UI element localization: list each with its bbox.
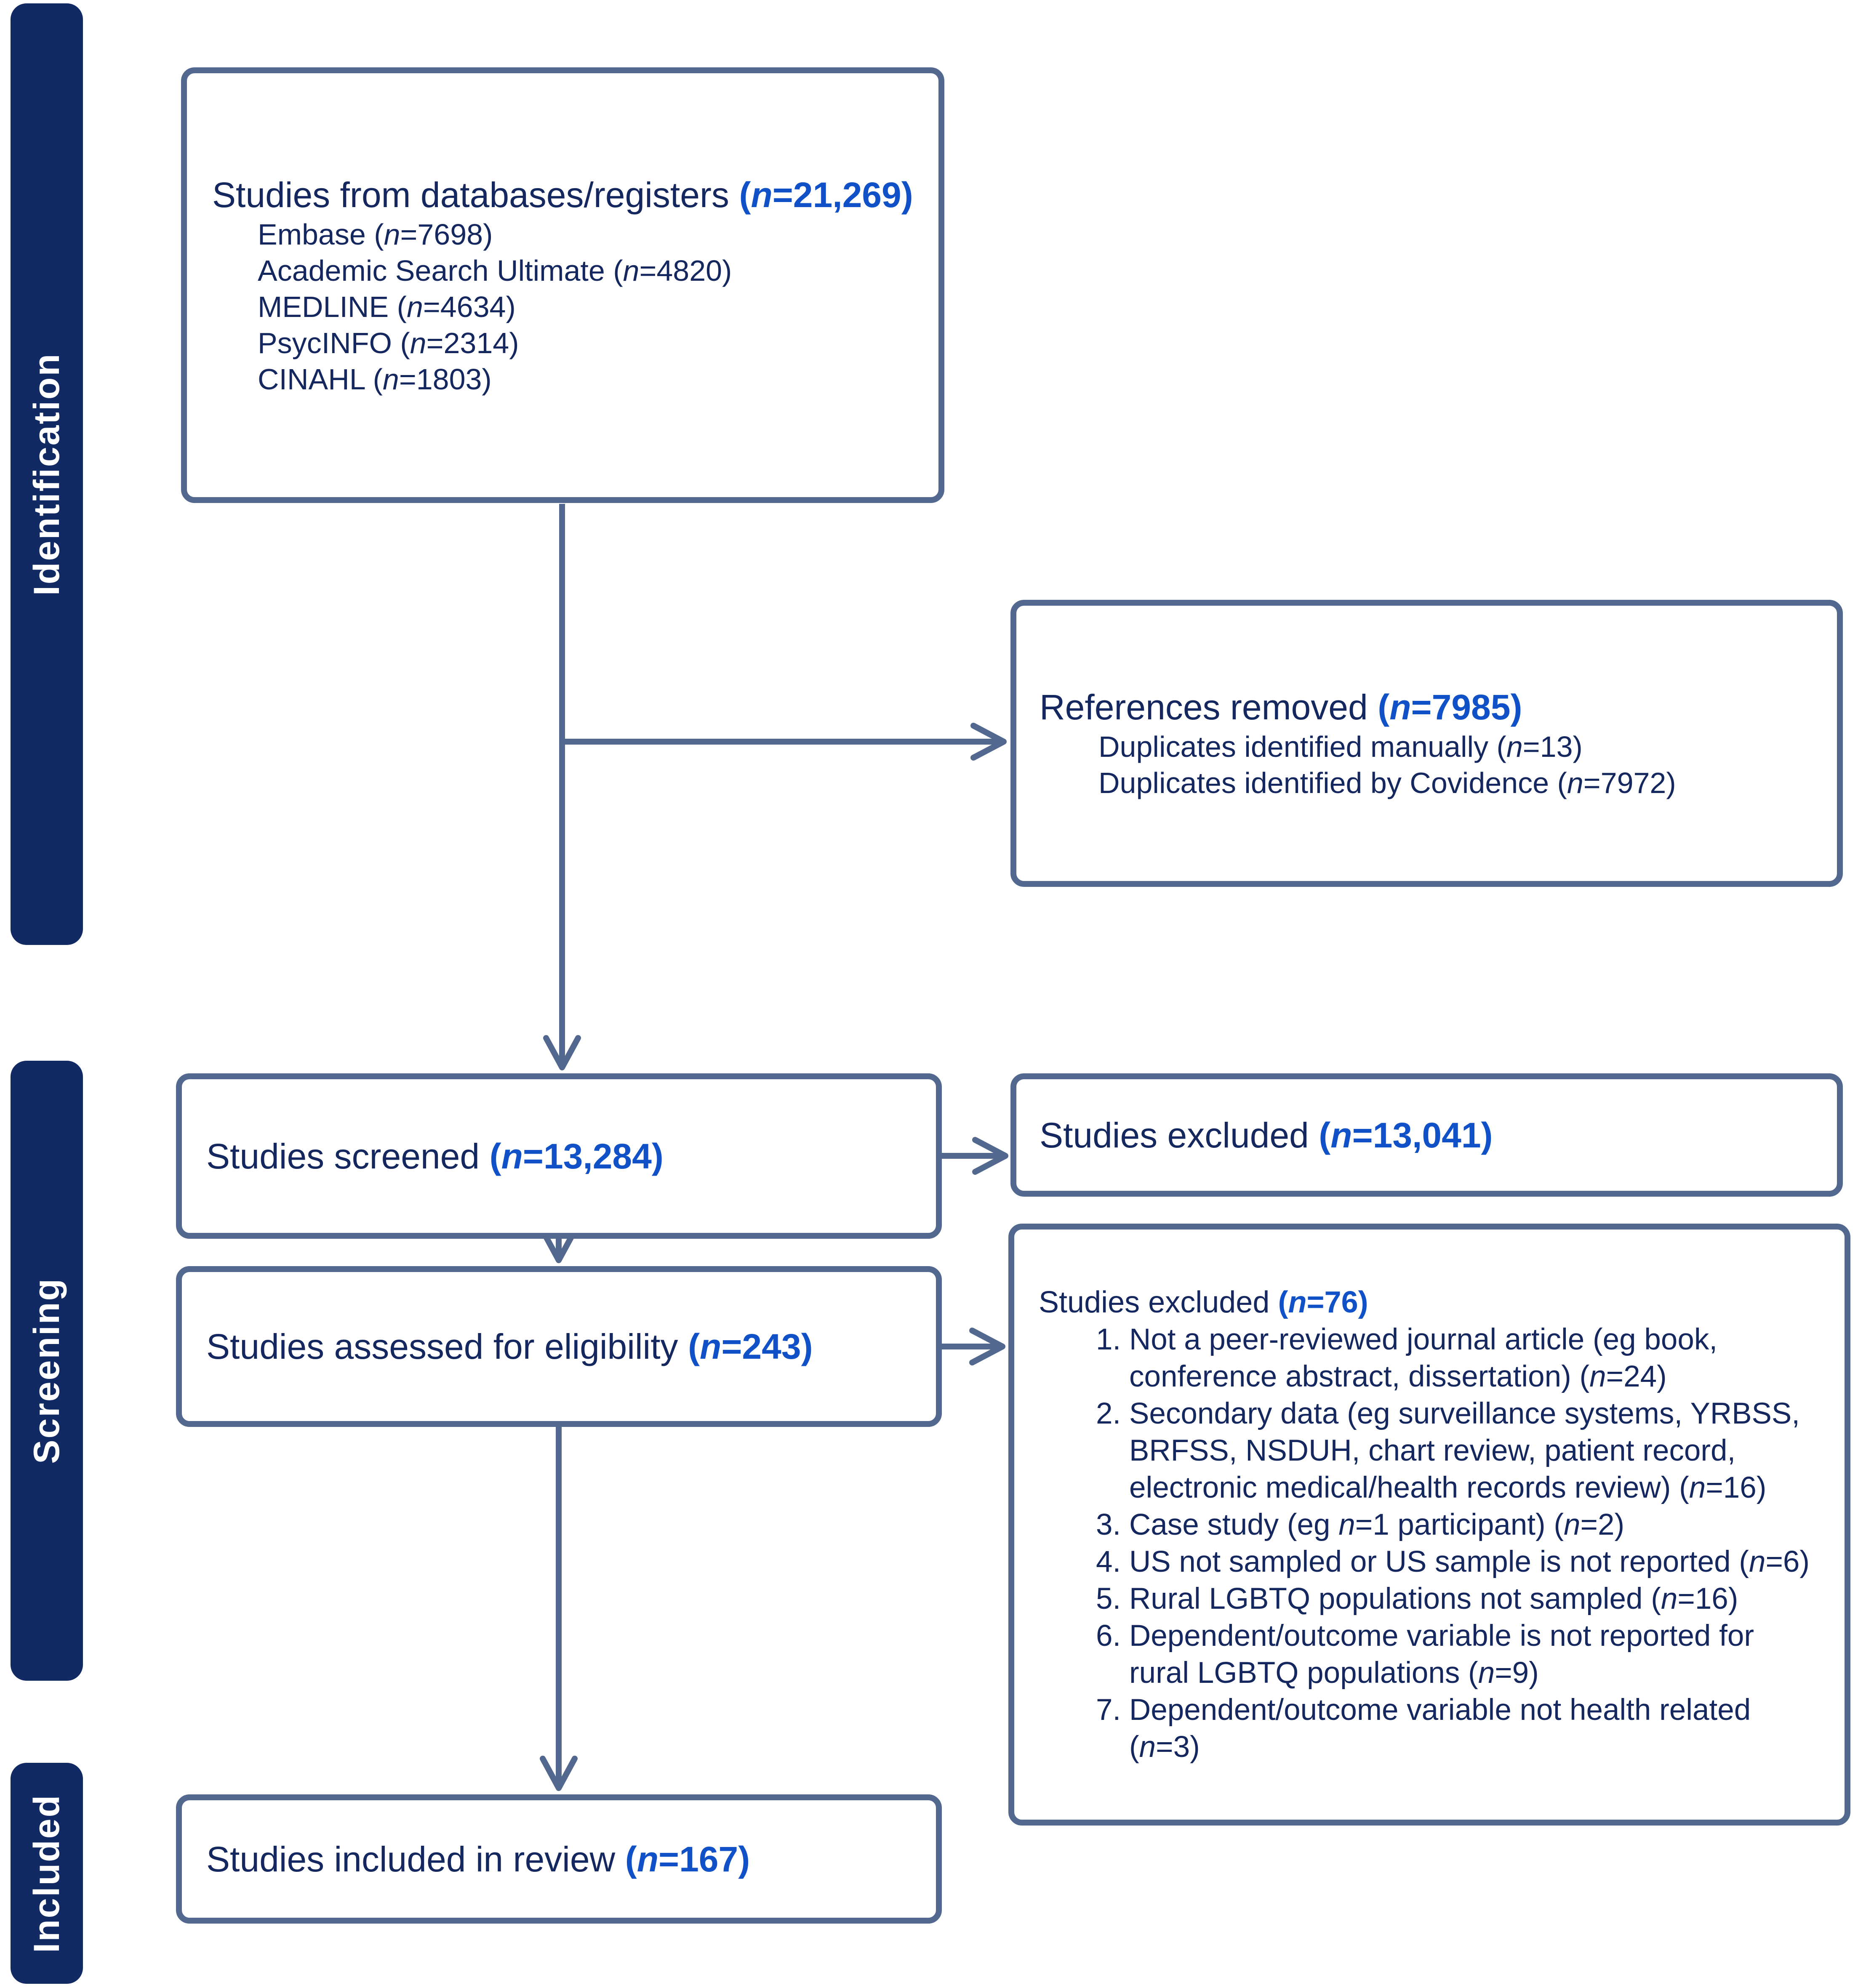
list-item: Dependent/outcome variable not health re… xyxy=(1129,1692,1815,1766)
arrow-down-databases-to-screened xyxy=(543,504,581,1070)
box-title: Studies from databases/registers(n=21,26… xyxy=(212,173,922,216)
box-count: (n=243) xyxy=(688,1327,813,1366)
list-item: Duplicates identified manually (n=13) xyxy=(1098,730,1583,763)
duplicates-list: Duplicates identified manually (n=13)Dup… xyxy=(1040,729,1820,801)
list-item: Duplicates identified by Covidence (n=79… xyxy=(1098,766,1676,799)
list-item: PsycINFO (n=2314) xyxy=(258,326,519,359)
box-count: (n=13,284) xyxy=(489,1136,664,1176)
box-count: (n=21,269) xyxy=(739,175,913,215)
box-count: (n=7985) xyxy=(1378,687,1522,727)
box-studies-excluded-screening: Studies excluded(n=13,041) xyxy=(1010,1073,1843,1197)
stage-label-identification: Identification xyxy=(26,352,67,596)
box-count: (n=167) xyxy=(625,1839,750,1879)
box-count: (n=76) xyxy=(1278,1285,1368,1319)
list-item: Rural LGBTQ populations not sampled (n=1… xyxy=(1129,1581,1815,1618)
stage-label-screening: Screening xyxy=(26,1277,67,1464)
box-title: Studies assessed for eligibility (n=243) xyxy=(206,1325,936,1368)
list-item: MEDLINE (n=4634) xyxy=(258,290,516,323)
stage-bar-identification: Identification xyxy=(11,3,83,945)
list-item: CINAHL (n=1803) xyxy=(258,362,492,396)
list-item: Case study (eg n=1 participant) (n=2) xyxy=(1129,1506,1815,1544)
arrow-right-screened-to-excluded xyxy=(942,1137,1008,1175)
box-title-text: Studies included in review xyxy=(206,1839,616,1879)
box-title-text: Studies assessed for eligibility xyxy=(206,1327,678,1366)
list-item: Not a peer-reviewed journal article (eg … xyxy=(1129,1321,1815,1395)
box-title: References removed(n=7985) xyxy=(1040,686,1820,729)
arrow-right-to-references-removed xyxy=(562,723,1007,761)
stage-bar-included: Included xyxy=(11,1763,83,1984)
box-title-text: References removed xyxy=(1040,687,1368,727)
box-title: Studies included in review(n=167) xyxy=(206,1838,936,1881)
exclusion-reason-list: Not a peer-reviewed journal article (eg … xyxy=(1039,1321,1815,1766)
box-title: Studies excluded(n=76) xyxy=(1039,1283,1815,1321)
box-title-text: Studies excluded xyxy=(1039,1285,1270,1319)
box-studies-from-databases: Studies from databases/registers(n=21,26… xyxy=(181,67,944,503)
box-title-text: Studies from databases/registers xyxy=(212,175,729,215)
box-count: (n=13,041) xyxy=(1319,1115,1493,1155)
box-title-text: Studies screened xyxy=(206,1136,480,1176)
box-title-text: Studies excluded xyxy=(1040,1115,1309,1155)
arrow-right-assessed-to-excluded xyxy=(942,1328,1005,1365)
stage-label-included: Included xyxy=(26,1794,67,1953)
database-source-list: Embase (n=7698)Academic Search Ultimate … xyxy=(212,216,922,397)
box-studies-excluded-eligibility: Studies excluded(n=76) Not a peer-review… xyxy=(1008,1224,1850,1826)
box-studies-included: Studies included in review(n=167) xyxy=(176,1794,942,1924)
list-item: Academic Search Ultimate (n=4820) xyxy=(258,254,732,287)
box-studies-assessed: Studies assessed for eligibility (n=243) xyxy=(176,1266,942,1427)
list-item: Embase (n=7698) xyxy=(258,218,493,251)
list-item: Dependent/outcome variable is not report… xyxy=(1129,1618,1815,1692)
box-studies-screened: Studies screened(n=13,284) xyxy=(176,1073,942,1239)
box-title: Studies screened(n=13,284) xyxy=(206,1135,936,1178)
list-item: Secondary data (eg surveillance systems,… xyxy=(1129,1395,1815,1506)
list-item: US not sampled or US sample is not repor… xyxy=(1129,1544,1815,1581)
box-title: Studies excluded(n=13,041) xyxy=(1040,1114,1837,1157)
box-references-removed: References removed(n=7985) Duplicates id… xyxy=(1010,600,1843,887)
stage-bar-screening: Screening xyxy=(11,1061,83,1681)
arrow-down-assessed-to-included xyxy=(540,1427,578,1791)
